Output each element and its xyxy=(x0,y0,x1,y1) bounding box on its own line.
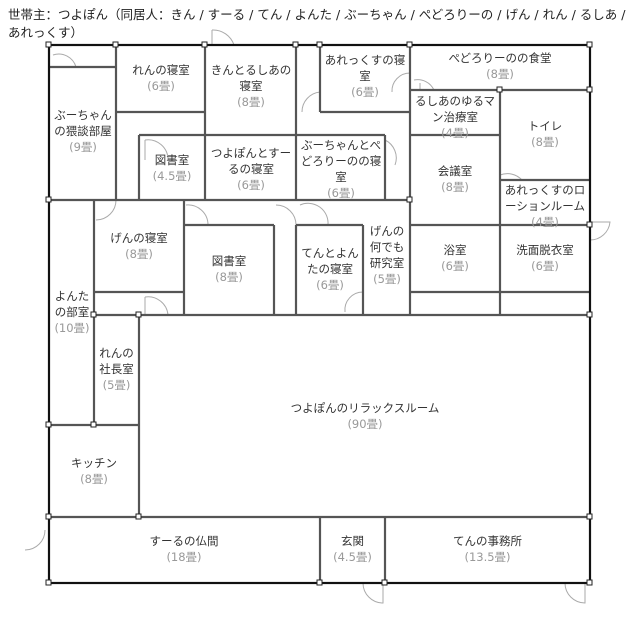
room-size: (6畳) xyxy=(351,85,379,99)
room-name: 図書室 xyxy=(211,254,247,268)
room-size: (18畳) xyxy=(166,550,202,564)
household-header: 世帯主：つよぽん（同居人：きん / すーる / てん / よんた / ぶーちゃん… xyxy=(8,7,626,40)
room-size: (6畳) xyxy=(441,259,469,273)
room-ten-office: てんの事務所 (13.5畳) xyxy=(386,533,589,565)
room-size: (5畳) xyxy=(373,272,401,286)
room-size: (6畳) xyxy=(531,259,559,273)
room-size: (8畳) xyxy=(237,95,265,109)
room-name: つよぽんとすーるの寝室 xyxy=(210,146,292,176)
room-name: げんの寝室 xyxy=(110,231,168,245)
room-size: (6畳) xyxy=(237,178,265,192)
room-size: (8畳) xyxy=(80,472,108,486)
room-ten-yonta-bedroom: てんとよんたの寝室 (6畳) xyxy=(298,245,362,293)
room-size: (4畳) xyxy=(531,215,559,229)
room-name: ぺどろりーのの食堂 xyxy=(448,51,552,65)
room-name: れんの社長室 xyxy=(99,346,134,376)
room-yonta-club: よんたの部室 (10畳) xyxy=(50,288,94,336)
room-gen-lab: げんの何でも研究室 (5畳) xyxy=(365,223,409,287)
room-library-large: 図書室 (8畳) xyxy=(186,253,272,285)
room-name: てんとよんたの寝室 xyxy=(301,246,359,276)
room-ren-president: れんの社長室 (5畳) xyxy=(95,345,138,393)
room-name: れんの寝室 xyxy=(132,63,190,77)
room-buddhist: すーるの仏間 (18畳) xyxy=(50,533,318,565)
room-size: (8畳) xyxy=(441,180,469,194)
room-size: (6畳) xyxy=(147,79,175,93)
room-size: (4.5畳) xyxy=(152,169,192,183)
room-buchan-lounge: ぶーちゃんの猥談部屋 (9畳) xyxy=(50,107,116,155)
room-size: (8畳) xyxy=(531,135,559,149)
room-name: げんの何でも研究室 xyxy=(369,224,405,270)
room-gen-bedroom: げんの寝室 (8畳) xyxy=(95,230,183,262)
room-toilet: トイレ (8畳) xyxy=(502,118,588,150)
room-size: (6畳) xyxy=(327,186,355,200)
room-name: あれっくすのローションルーム xyxy=(504,183,586,213)
room-name: てんの事務所 xyxy=(453,534,522,548)
room-buchan-pedro-bedroom: ぶーちゃんとぺどろりーのの寝室 (6畳) xyxy=(298,137,384,201)
room-washroom: 洗面脱衣室 (6畳) xyxy=(500,242,590,274)
room-meeting: 会議室 (8畳) xyxy=(410,163,500,195)
wall-nodes xyxy=(45,41,593,586)
room-therapy: るしあのゆるマン治療室 (4畳) xyxy=(410,93,500,141)
room-tsuyopon-suru-bedroom: つよぽんとすーるの寝室 (6畳) xyxy=(206,145,296,193)
room-name: よんたの部室 xyxy=(54,289,90,319)
room-kitchen: キッチン (8畳) xyxy=(50,455,138,487)
room-name: あれっくすの寝室 xyxy=(324,53,406,83)
room-name: 会議室 xyxy=(437,164,473,178)
room-name: 洗面脱衣室 xyxy=(516,243,574,257)
door-arcs xyxy=(24,29,611,604)
room-size: (13.5畳) xyxy=(464,550,511,564)
room-name: 図書室 xyxy=(154,153,190,167)
room-entrance: 玄関 (4.5畳) xyxy=(321,533,384,565)
room-name: トイレ xyxy=(527,119,563,133)
room-size: (8畳) xyxy=(125,247,153,261)
room-bath: 浴室 (6畳) xyxy=(410,242,500,274)
room-size: (4畳) xyxy=(441,126,469,140)
room-name: すーるの仏間 xyxy=(149,534,219,548)
room-name: 浴室 xyxy=(443,243,467,257)
room-size: (8畳) xyxy=(486,67,514,81)
room-name: つよぽんのリラックスルーム xyxy=(290,401,440,415)
room-alex-bedroom: あれっくすの寝室 (6畳) xyxy=(322,52,408,100)
room-kin-rushia-bedroom: きんとるしあの寝室 (8畳) xyxy=(206,62,296,110)
room-name: るしあのゆるマン治療室 xyxy=(414,94,496,124)
room-size: (90畳) xyxy=(347,417,383,431)
room-size: (10畳) xyxy=(54,321,90,335)
room-size: (8畳) xyxy=(215,270,243,284)
room-name: 玄関 xyxy=(341,534,364,548)
room-size: (4.5畳) xyxy=(333,550,372,564)
room-size: (5畳) xyxy=(102,378,131,392)
room-name: きんとるしあの寝室 xyxy=(210,63,292,93)
room-library-small: 図書室 (4.5畳) xyxy=(140,152,204,184)
room-ren-bedroom: れんの寝室 (6畳) xyxy=(118,62,204,94)
room-name: ぶーちゃんとぺどろりーのの寝室 xyxy=(300,138,382,184)
room-size: (9畳) xyxy=(69,140,97,154)
room-relax: つよぽんのリラックスルーム (90畳) xyxy=(240,400,490,432)
room-dining: ぺどろりーのの食堂 (8畳) xyxy=(412,50,588,82)
room-size: (6畳) xyxy=(316,278,344,292)
room-name: キッチン xyxy=(71,456,117,470)
room-name: ぶーちゃんの猥談部屋 xyxy=(54,108,112,138)
room-lotion: あれっくすのローションルーム (4畳) xyxy=(500,182,590,230)
